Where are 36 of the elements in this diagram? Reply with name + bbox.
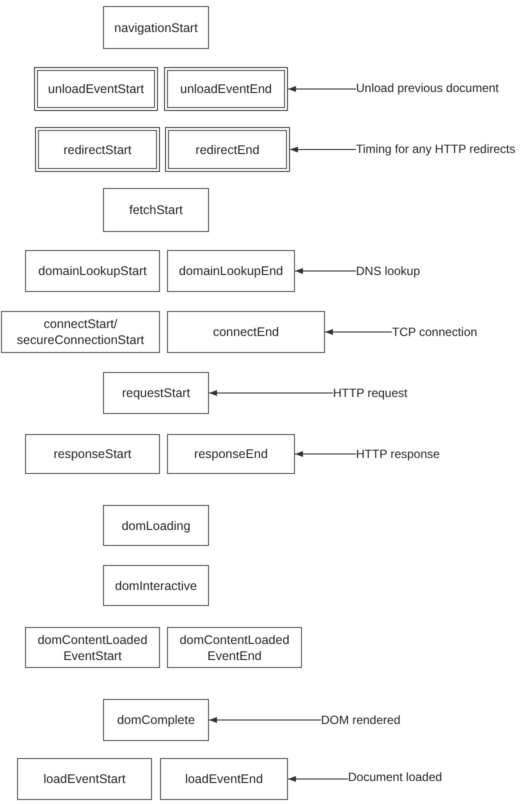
annotation-text: Unload previous document — [356, 80, 499, 96]
arrow — [208, 717, 322, 723]
event-box: responseEnd — [167, 434, 295, 474]
double-border-box: unloadEventEnd — [164, 67, 288, 111]
annotation-text: HTTP request — [333, 385, 408, 401]
event-box: requestStart — [103, 372, 209, 414]
annotation-text: HTTP response — [356, 446, 440, 462]
event-box: domInteractive — [103, 565, 209, 606]
event-box: fetchStart — [103, 188, 209, 232]
event-box: loadEventEnd — [160, 758, 288, 800]
annotation-text: TCP connection — [392, 324, 478, 340]
event-box: domLoading — [103, 505, 209, 546]
arrow — [294, 268, 356, 274]
double-border-box: redirectStart — [35, 127, 160, 172]
annotation-text: Timing for any HTTP redirects — [356, 141, 516, 157]
double-border-box: unloadEventStart — [34, 67, 158, 111]
annotation-text: DNS lookup — [356, 263, 420, 279]
arrow — [288, 776, 348, 782]
arrow — [208, 390, 334, 396]
event-box: connectStart/ secureConnectionStart — [1, 311, 160, 353]
event-box: domContentLoaded EventEnd — [167, 627, 302, 668]
arrow — [324, 329, 392, 335]
annotation-text: DOM rendered — [321, 712, 400, 728]
event-box: domComplete — [103, 699, 209, 741]
arrow — [294, 451, 356, 457]
event-box: connectEnd — [167, 311, 325, 353]
arrow — [290, 146, 356, 152]
event-box: navigationStart — [103, 6, 209, 49]
event-box: domainLookupStart — [25, 250, 160, 292]
event-box: responseStart — [25, 434, 160, 474]
double-border-box: redirectEnd — [165, 127, 290, 172]
annotation-text: Document loaded — [348, 769, 442, 785]
arrow — [288, 86, 356, 92]
event-box: domContentLoaded EventStart — [25, 627, 160, 668]
event-box: domainLookupEnd — [167, 250, 295, 292]
event-box: loadEventStart — [17, 758, 152, 800]
